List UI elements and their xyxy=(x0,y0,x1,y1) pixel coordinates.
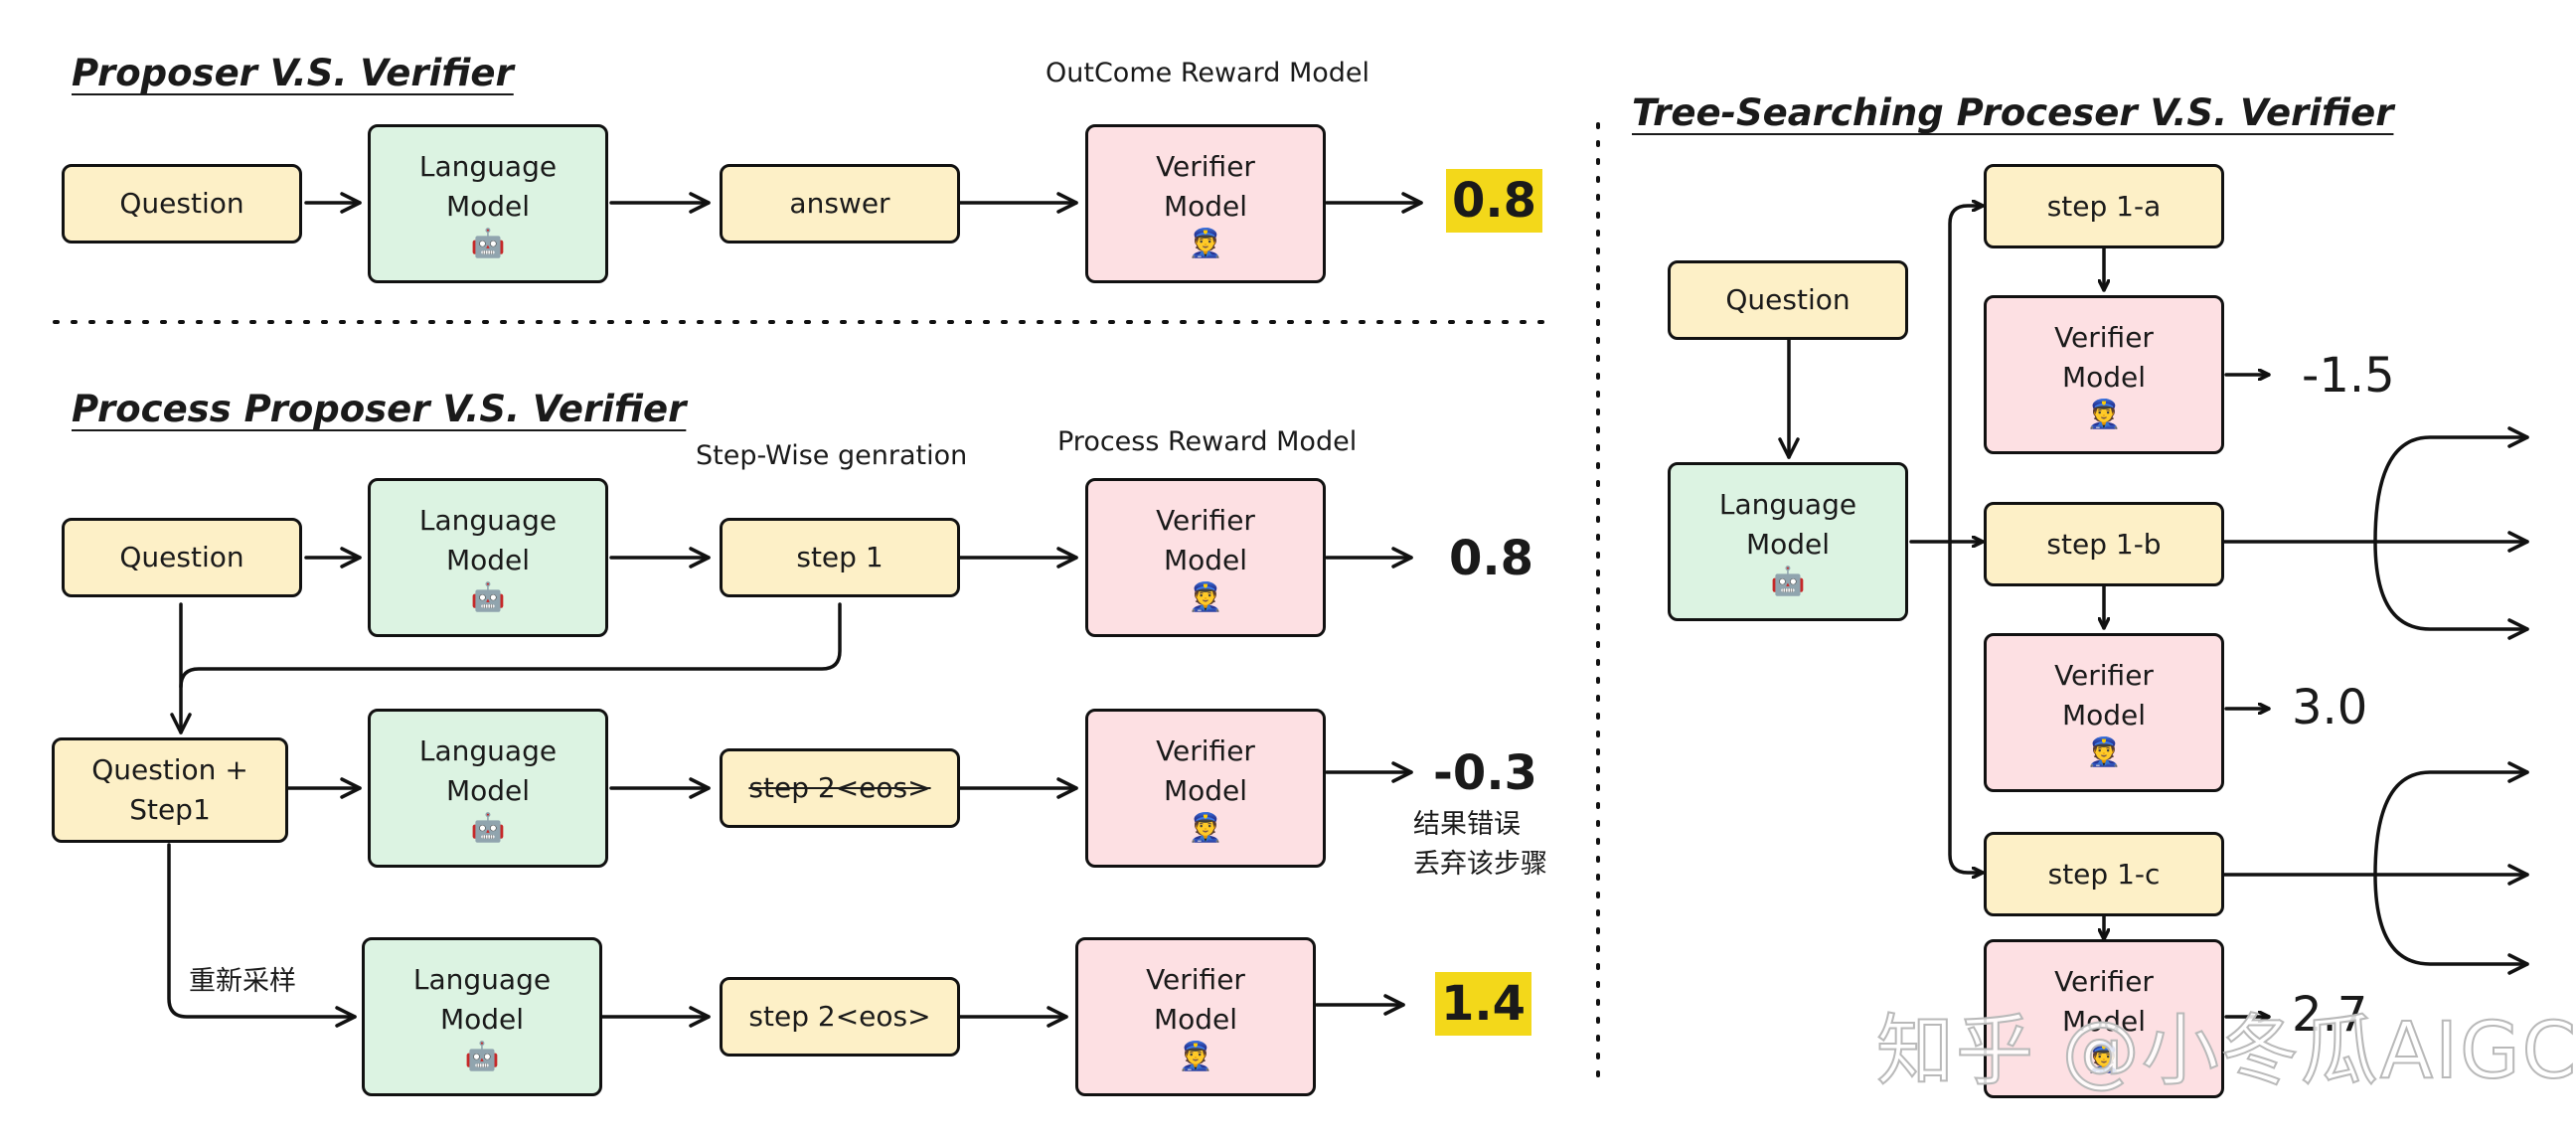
robot-icon: 🤖 xyxy=(1770,565,1806,597)
language-model-label: Language Model xyxy=(418,150,558,223)
outcome-score: 0.8 xyxy=(1446,169,1543,233)
verifier-model-label: Verifier Model xyxy=(1146,963,1245,1036)
question-label: Question xyxy=(1725,283,1851,316)
answer-label: answer xyxy=(789,187,890,220)
language-model-box-process-1: Language Model 🤖 xyxy=(368,478,608,637)
step2-resampled-box: step 2<eos> xyxy=(720,977,960,1057)
step1a-box: step 1-a xyxy=(1984,164,2224,248)
arrow-step1-feedback xyxy=(179,602,842,689)
tree-score-1b: 3.0 xyxy=(2292,680,2368,735)
process-step2-resampled-score: 1.4 xyxy=(1435,972,1532,1036)
verifier-model-label: Verifier Model xyxy=(2054,965,2154,1038)
resample-caption: 重新采样 xyxy=(189,966,296,997)
verifier-model-label: Verifier Model xyxy=(1156,504,1255,576)
verifier-model-box-process-2: Verifier Model 👮 xyxy=(1085,709,1326,868)
question-label: Question xyxy=(119,187,244,220)
outcome-section-title: Proposer V.S. Verifier xyxy=(72,52,514,94)
outcome-reward-model-caption: OutCome Reward Model xyxy=(1046,58,1370,88)
tree-branch-1c xyxy=(1948,540,1985,873)
police-officer-icon: 👮 xyxy=(2086,398,2122,430)
step2-resampled-label: step 2<eos> xyxy=(748,1000,931,1033)
question-label: Question xyxy=(119,541,244,573)
question-step1-box: Question + Step1 xyxy=(52,737,288,843)
verifier-model-box-process-3: Verifier Model 👮 xyxy=(1075,937,1316,1096)
wrong-result-note: 结果错误 丢弃该步骤 xyxy=(1413,809,1547,880)
robot-icon: 🤖 xyxy=(470,811,506,844)
police-officer-icon: 👮 xyxy=(1178,1040,1213,1072)
police-officer-icon: 👮 xyxy=(2086,735,2122,768)
step2-discarded-label: step 2<eos> xyxy=(748,771,931,804)
zhihu-watermark: 知乎 @小冬瓜AIGC xyxy=(1875,1006,2576,1097)
tree-verifier-box-c: Verifier Model 👮 xyxy=(1984,939,2224,1098)
tree-score-1a: -1.5 xyxy=(2302,348,2395,404)
verifier-model-box-outcome: Verifier Model 👮 xyxy=(1085,124,1326,283)
fan-1b-top xyxy=(2373,426,2529,544)
tree-verifier-box-a: Verifier Model 👮 xyxy=(1984,295,2224,454)
verifier-model-label: Verifier Model xyxy=(1156,150,1255,223)
step1-box: step 1 xyxy=(720,518,960,597)
tree-question-box: Question xyxy=(1668,260,1908,340)
police-officer-icon: 👮 xyxy=(1188,811,1223,844)
step1b-box: step 1-b xyxy=(1984,502,2224,586)
tree-section-title: Tree-Searching Proceser V.S. Verifier xyxy=(1632,91,2394,134)
tree-score-1c: 2.7 xyxy=(2292,987,2368,1043)
step1a-label: step 1-a xyxy=(2046,189,2162,223)
robot-icon: 🤖 xyxy=(470,227,506,259)
process-step1-score: 0.8 xyxy=(1449,531,1534,586)
robot-icon: 🤖 xyxy=(464,1040,500,1072)
step1b-label: step 1-b xyxy=(2046,527,2162,561)
verifier-model-label: Verifier Model xyxy=(1156,734,1255,807)
verifier-model-label: Verifier Model xyxy=(2054,321,2154,394)
language-model-label: Language Model xyxy=(1718,488,1857,561)
process-step2-bad-score: -0.3 xyxy=(1433,745,1537,801)
robot-icon: 🤖 xyxy=(470,580,506,613)
process-section-title: Process Proposer V.S. Verifier xyxy=(72,388,687,430)
verifier-model-box-process-1: Verifier Model 👮 xyxy=(1085,478,1326,637)
question-box-process: Question xyxy=(62,518,302,597)
language-model-label: Language Model xyxy=(412,963,552,1036)
question-box-outcome: Question xyxy=(62,164,302,244)
fan-1b-bottom xyxy=(2373,540,2529,640)
step1c-label: step 1-c xyxy=(2047,857,2161,891)
tree-verifier-box-b: Verifier Model 👮 xyxy=(1984,633,2224,792)
answer-box: answer xyxy=(720,164,960,244)
language-model-box-process-3: Language Model 🤖 xyxy=(362,937,602,1096)
fan-1c-bottom xyxy=(2373,873,2529,975)
fan-1c-top xyxy=(2373,761,2529,877)
step1c-box: step 1-c xyxy=(1984,832,2224,916)
step2-discarded-box: step 2<eos> xyxy=(720,748,960,828)
step-wise-generation-caption: Step-Wise genration xyxy=(696,440,968,471)
process-reward-model-caption: Process Reward Model xyxy=(1057,426,1358,457)
tree-language-model-box: Language Model 🤖 xyxy=(1668,462,1908,621)
tree-branch-trunk xyxy=(1948,206,1985,544)
language-model-label: Language Model xyxy=(418,734,558,807)
language-model-label: Language Model xyxy=(418,504,558,576)
police-officer-icon: 👮 xyxy=(2086,1042,2122,1074)
arrow-resample xyxy=(167,843,357,1028)
verifier-model-label: Verifier Model xyxy=(2054,659,2154,732)
police-officer-icon: 👮 xyxy=(1188,227,1223,259)
step1-label: step 1 xyxy=(796,541,884,573)
language-model-box-process-2: Language Model 🤖 xyxy=(368,709,608,868)
police-officer-icon: 👮 xyxy=(1188,580,1223,613)
language-model-box-outcome: Language Model 🤖 xyxy=(368,124,608,283)
question-step1-label: Question + Step1 xyxy=(91,753,248,826)
